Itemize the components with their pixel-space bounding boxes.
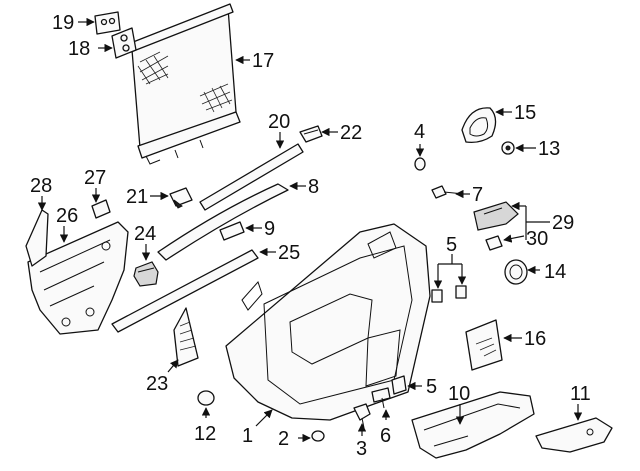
part-17-sunshade — [127, 3, 241, 165]
callout-labels: 19 18 17 20 22 21 8 9 25 24 27 28 26 23 … — [30, 12, 591, 460]
part-28-corner-trim — [25, 209, 49, 267]
callout-21: 21 — [126, 186, 148, 208]
part-1-door-panel — [225, 223, 431, 421]
part-24-switch — [133, 261, 159, 287]
callout-30: 30 — [526, 228, 548, 250]
callout-11: 11 — [570, 383, 591, 405]
callout-2: 2 — [278, 428, 289, 450]
callout-7: 7 — [472, 184, 483, 206]
part-5-clip-lower — [391, 375, 407, 395]
part-29-handle — [473, 201, 519, 231]
part-7-bolt — [431, 185, 465, 199]
part-6-pin — [371, 387, 391, 409]
part-20-molding — [199, 143, 304, 211]
part-22-clip — [299, 125, 323, 143]
callout-25: 25 — [278, 242, 300, 264]
callout-24: 24 — [134, 223, 156, 245]
callout-4: 4 — [414, 121, 425, 143]
part-13-plug — [501, 141, 515, 155]
callout-28: 28 — [30, 175, 52, 197]
part-9-clip — [219, 221, 245, 241]
callout-9: 9 — [264, 218, 275, 240]
callout-18: 18 — [68, 38, 90, 60]
callout-16: 16 — [524, 328, 546, 350]
part-2-cap — [311, 430, 325, 442]
callout-1: 1 — [242, 425, 253, 447]
part-12-plug — [197, 390, 215, 406]
callout-5-upper: 5 — [446, 234, 457, 256]
part-15-bezel — [461, 107, 497, 144]
callout-10: 10 — [448, 383, 470, 405]
callout-14: 14 — [544, 261, 566, 283]
part-5-clips-upper — [431, 285, 467, 303]
part-14-speaker — [504, 259, 528, 285]
part-27-clip — [91, 199, 111, 219]
callout-8: 8 — [308, 176, 319, 198]
part-19-bracket — [94, 11, 121, 35]
callout-29: 29 — [552, 212, 574, 234]
leader-lines — [37, 17, 583, 443]
callout-13: 13 — [538, 138, 560, 160]
callout-3: 3 — [356, 438, 367, 460]
callout-19: 19 — [52, 12, 74, 34]
part-16-panel — [465, 319, 503, 371]
callout-5-lower: 5 — [426, 376, 437, 398]
part-10-handle — [411, 391, 535, 459]
part-26-door-carrier — [27, 221, 129, 335]
part-4-grommet — [414, 157, 426, 171]
callout-20: 20 — [268, 111, 290, 133]
part-21-bracket — [169, 187, 193, 209]
callout-27: 27 — [84, 167, 106, 189]
callout-12: 12 — [194, 423, 216, 445]
callout-6: 6 — [380, 425, 391, 447]
part-30-clip — [485, 235, 503, 251]
part-8-armrest-trim — [157, 183, 289, 261]
callout-15: 15 — [514, 102, 536, 124]
part-25-molding — [111, 249, 259, 333]
part-11-trim — [535, 417, 613, 453]
callout-23: 23 — [146, 373, 168, 395]
part-18-bracket — [111, 27, 137, 59]
part-23-trim — [173, 307, 199, 367]
callout-17: 17 — [252, 50, 274, 72]
callout-26: 26 — [56, 205, 78, 227]
callout-22: 22 — [340, 122, 362, 144]
